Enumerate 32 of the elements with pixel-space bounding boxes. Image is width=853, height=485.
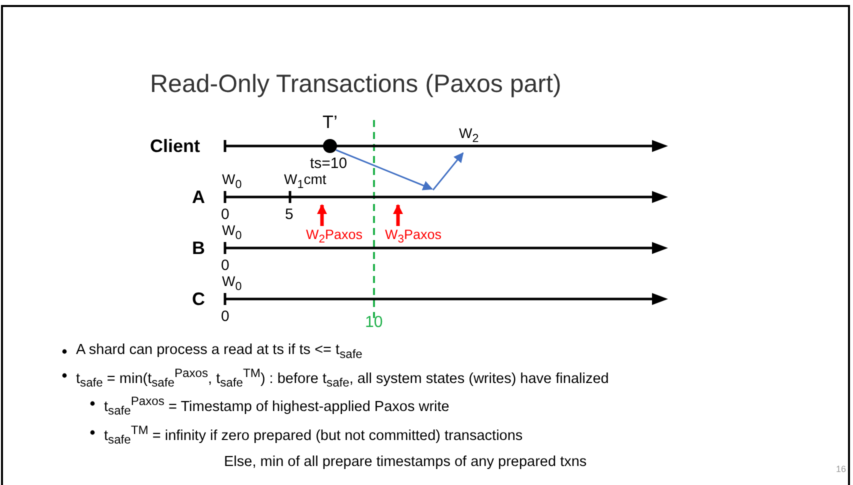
arrow [432, 152, 464, 190]
timeline-label: A [192, 189, 205, 205]
page-number: 16 [836, 464, 846, 474]
arrow [336, 149, 433, 190]
node-caption: ts=10 [310, 155, 348, 172]
bullet-item: t$_{safe}$$^{TM}$ = infinity if zero prepared (but not committed) transactions [104, 423, 523, 447]
timeline-label: Client [150, 138, 200, 154]
write-label: W$_{0}$ [222, 222, 242, 242]
arrow [393, 204, 403, 226]
event-label: T’ [322, 112, 338, 133]
timeline [192, 292, 668, 306]
timeline [192, 190, 668, 204]
tick-value: 0 [221, 206, 230, 223]
tick-value: 5 [285, 206, 294, 223]
arrow [317, 204, 327, 226]
bullet-item: t$_{safe}$$^{Paxos}$ = Timestamp of highest-applied Paxos write [104, 394, 450, 418]
timeline [192, 241, 668, 255]
tick-value: 10 [365, 314, 383, 332]
write-label: W$_{0}$ [222, 171, 242, 191]
write-label: W$_{2}$ [459, 125, 479, 145]
note-text: Else, min of all prepare timestamps of any prepared txns [224, 454, 587, 470]
event-label: W$_{3}$Paxos [385, 227, 442, 248]
write-label: W$_{1}$cmt [284, 171, 326, 191]
bullet-item: t$_{safe}$ = min(t$_{safe}$$^{Paxos}$, t$_{safe}$$^{TM}$) : before t$_{safe}$, all system states (writes) have finalized [76, 366, 609, 390]
event-label: W$_{2}$Paxos [306, 227, 363, 248]
bullet-item: A shard can process a read at ts if ts <= t$_{safe}$ [76, 342, 362, 361]
slide-title: Read-Only Transactions (Paxos part) [150, 70, 562, 99]
write-label: W$_{0}$ [222, 273, 242, 293]
tick-value: 0 [221, 308, 230, 325]
tick-value: 0 [221, 257, 230, 274]
timeline-label: C [192, 291, 205, 307]
timeline-label: B [192, 240, 205, 256]
